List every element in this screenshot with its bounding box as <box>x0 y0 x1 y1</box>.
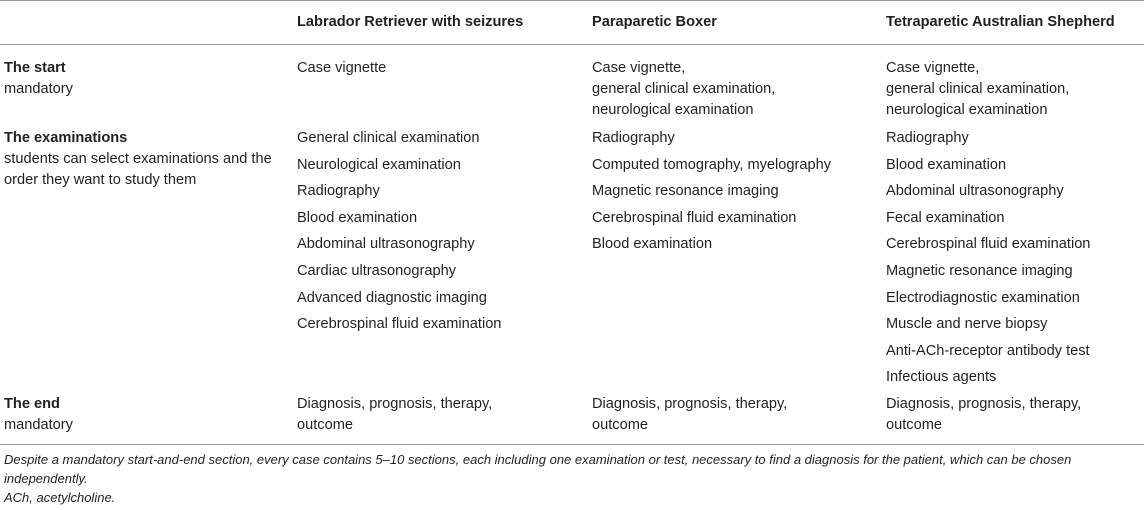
cell-exams-boxer: Radiography Computed tomography, myelogr… <box>592 128 886 394</box>
cell-end-labrador: Diagnosis, prognosis, therapy, outcome <box>297 393 592 445</box>
list-item: General clinical examination <box>297 130 480 146</box>
cell-start-boxer: Case vignette, general clinical examinat… <box>592 45 886 129</box>
cell-line: Diagnosis, prognosis, therapy, <box>297 395 493 412</box>
list-item: Infectious agents <box>886 369 997 386</box>
cell-end-shepherd: Diagnosis, prognosis, therapy, outcome <box>886 393 1144 445</box>
list-item: Magnetic resonance imaging <box>592 183 779 200</box>
list-item: Anti-ACh-receptor antibody test <box>886 342 1090 359</box>
cell-line: Diagnosis, prognosis, therapy, <box>886 395 1082 412</box>
cell-line: Case vignette, <box>592 60 686 76</box>
row-subtitle: mandatory <box>4 416 73 433</box>
list-item: Electrodiagnostic examination <box>886 289 1080 306</box>
row-title: The start <box>4 60 66 76</box>
table-row: The examinations students can select exa… <box>0 128 1144 394</box>
list-item: Fecal examination <box>886 209 1005 226</box>
list-item: Abdominal ultrasonography <box>297 236 475 253</box>
cell-start-labrador: Case vignette <box>297 45 592 129</box>
list-item: Abdominal ultrasonography <box>886 183 1064 200</box>
list-item: Neurological examination <box>297 156 461 173</box>
cell-line: Case vignette, <box>886 60 980 76</box>
table-row: The start mandatory Case vignette Case v… <box>0 45 1144 129</box>
table-row: The end mandatory Diagnosis, prognosis, … <box>0 393 1144 445</box>
list-item: Cardiac ultrasonography <box>297 262 456 279</box>
row-subtitle: students can select examinations and the… <box>4 151 272 188</box>
cell-line: Case vignette <box>297 60 387 76</box>
row-label-examinations: The examinations students can select exa… <box>0 128 297 394</box>
cell-line: neurological examination <box>592 102 754 118</box>
row-title: The end <box>4 395 60 412</box>
cell-end-boxer: Diagnosis, prognosis, therapy, outcome <box>592 393 886 445</box>
row-label-start: The start mandatory <box>0 45 297 129</box>
header-shepherd: Tetraparetic Australian Shepherd <box>886 0 1144 45</box>
list-item: Cerebrospinal fluid examination <box>886 236 1091 253</box>
list-item: Blood examination <box>592 236 713 253</box>
list-item: Computed tomography, myelography <box>592 156 832 173</box>
table-footnote: Despite a mandatory start-and-end sectio… <box>4 450 1140 507</box>
footnote-description: Despite a mandatory start-and-end sectio… <box>4 452 1072 486</box>
case-structure-table-container: Labrador Retriever with seizures Parapar… <box>0 0 1144 445</box>
cell-start-shepherd: Case vignette, general clinical examinat… <box>886 45 1144 129</box>
list-item: Advanced diagnostic imaging <box>297 289 487 306</box>
list-item: Magnetic resonance imaging <box>886 262 1073 279</box>
cell-line: neurological examination <box>886 102 1048 118</box>
list-item: Blood examination <box>297 209 418 226</box>
list-item: Radiography <box>592 130 675 146</box>
cell-line: outcome <box>886 416 942 433</box>
list-item: Muscle and nerve biopsy <box>886 316 1048 333</box>
list-item: Blood examination <box>886 156 1007 173</box>
cell-line: general clinical examination, <box>592 81 776 97</box>
case-structure-table: Labrador Retriever with seizures Parapar… <box>0 0 1144 445</box>
cell-line: Diagnosis, prognosis, therapy, <box>592 395 788 412</box>
list-item: Radiography <box>297 183 380 200</box>
row-title: The examinations <box>4 130 128 146</box>
list-item: Radiography <box>886 130 969 146</box>
cell-line: general clinical examination, <box>886 81 1070 97</box>
header-labrador: Labrador Retriever with seizures <box>297 0 592 45</box>
footnote-abbreviation: ACh, acetylcholine. <box>4 490 116 505</box>
list-item: Cerebrospinal fluid examination <box>592 209 797 226</box>
cell-line: outcome <box>297 416 353 433</box>
row-subtitle: mandatory <box>4 81 73 97</box>
cell-exams-labrador: General clinical examination Neurologica… <box>297 128 592 394</box>
cell-exams-shepherd: Radiography Blood examination Abdominal … <box>886 128 1144 394</box>
header-boxer: Paraparetic Boxer <box>592 0 886 45</box>
header-row: Labrador Retriever with seizures Parapar… <box>0 0 1144 45</box>
list-item: Cerebrospinal fluid examination <box>297 316 502 333</box>
row-label-end: The end mandatory <box>0 393 297 445</box>
header-empty <box>0 0 297 45</box>
cell-line: outcome <box>592 416 648 433</box>
